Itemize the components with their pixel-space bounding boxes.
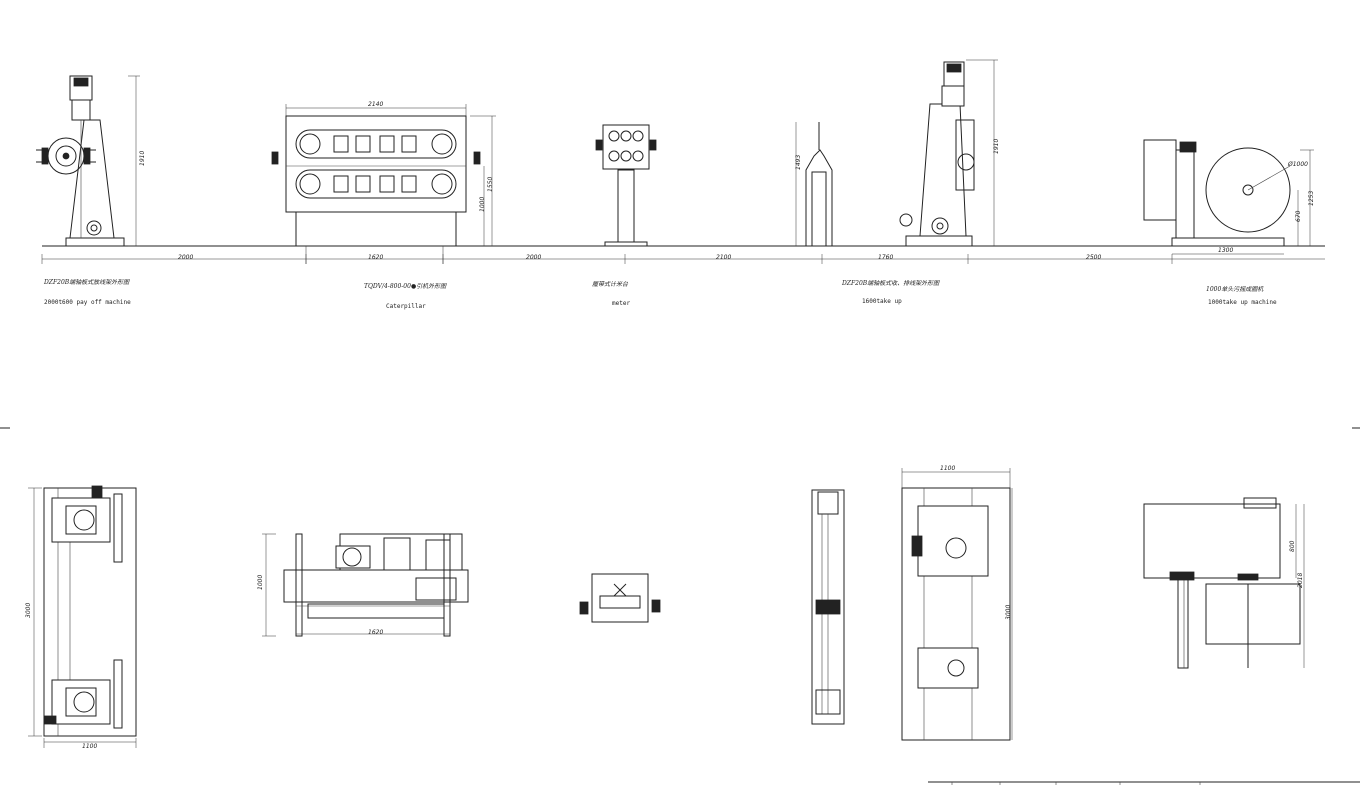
caterpillar-cn-caption: TQDV/4-800-00●引机外形图 (364, 282, 447, 290)
coiler-height-dim: 1253 (1308, 191, 1315, 206)
spacing-dim-4: 1760 (878, 254, 893, 261)
takeup-1000-en-caption: 1000take up machine (1208, 299, 1277, 306)
takeup-1600-plan-narrow (811, 489, 845, 725)
takeup-1000-plan (1143, 497, 1305, 669)
payoff-en-caption: 2000t600 pay off machine (44, 299, 131, 306)
coiler-plan-height-b: 2018 (1297, 573, 1304, 588)
spacing-dim-3: 2100 (716, 254, 731, 261)
coiler-subheight-dim: 670 (1295, 210, 1302, 222)
takeup-1600-plan-wide (901, 468, 1013, 741)
takeup-1600-height-dim: 1910 (993, 139, 1000, 154)
coiler-width-dim: 1300 (1218, 247, 1233, 254)
payoff-plan-width-dim: 1100 (82, 743, 97, 750)
payoff-cn-caption: DZF20B端轴板式放线架外形图 (43, 278, 130, 286)
takeup-1000-elevation (1143, 139, 1314, 255)
spacing-dim-5: 2500 (1086, 254, 1101, 261)
takeup-plan-length-dim: 3000 (1005, 605, 1012, 620)
meter-elevation (595, 124, 657, 247)
takeup-1000-cn-caption: 1000单头污摇成圈机 (1206, 285, 1264, 293)
takeup-plan-width-dim: 1100 (940, 465, 955, 472)
caterpillar-plan-width-dim: 1000 (257, 575, 264, 590)
caterpillar-subheight-dim: 1000 (479, 197, 486, 212)
spacing-dimension-chain (41, 246, 1325, 264)
caterpillar-height-dim: 1550 (487, 177, 494, 192)
takeup-1600-en-caption: 1600take up (862, 298, 902, 305)
meter-en-caption: meter (612, 300, 630, 307)
payoff-plan (28, 485, 137, 748)
meter-cn-caption: 履带式计米台 (592, 280, 629, 288)
meter-plan (579, 573, 661, 623)
caterpillar-base-dim: 1620 (368, 254, 383, 261)
takeup-1600-stand-dim: 1493 (795, 155, 802, 170)
caterpillar-en-caption: Caterpillar (386, 303, 426, 310)
caterpillar-width-dim: 2140 (368, 101, 383, 108)
caterpillar-plan (262, 533, 469, 637)
spacing-dim-1: 2000 (178, 254, 193, 261)
payoff-elevation (36, 75, 140, 247)
takeup-1600-elevation (795, 59, 998, 247)
coiler-plan-height-a: 800 (1289, 540, 1296, 552)
takeup-1600-cn-caption: DZF20B端轴板式收、排线架外形图 (841, 279, 940, 287)
spacing-dim-2: 2000 (526, 254, 541, 261)
caterpillar-plan-length-dim: 1620 (368, 629, 383, 636)
payoff-height-dim: 1910 (139, 151, 146, 166)
payoff-plan-length-dim: 3000 (25, 603, 32, 618)
caterpillar-elevation (271, 104, 496, 247)
coiler-diameter-dim: Ø1000 (1287, 161, 1308, 168)
